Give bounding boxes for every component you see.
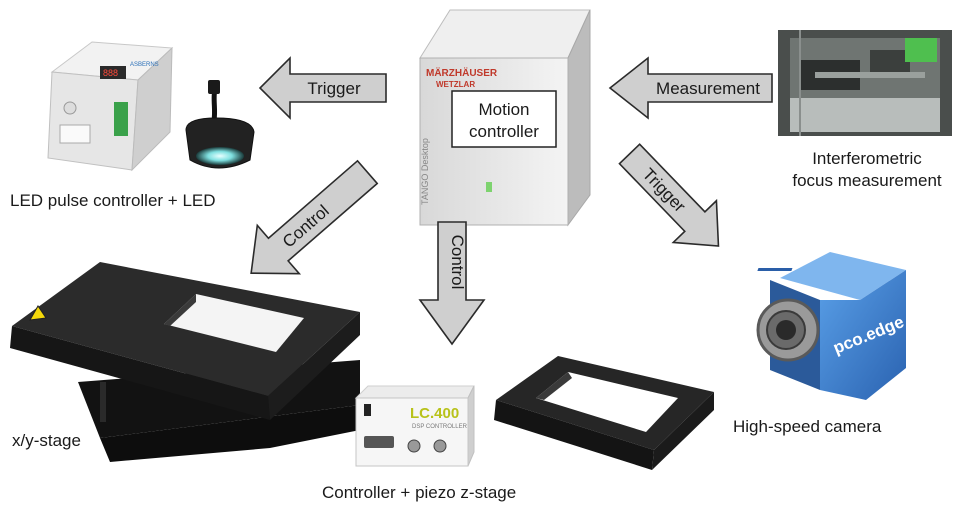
led-device-brand: ASBERNS (130, 62, 159, 68)
xy-stage-device (10, 262, 360, 462)
label-piezo-controller: Controller + piezo z-stage (322, 483, 517, 502)
motion-brand-text-1: MÄRZHÄUSER (426, 66, 498, 79)
arrow-trigger-camera: Trigger (618, 143, 720, 247)
arrow-control-xy: Control (250, 159, 379, 275)
label-interferometric-line1: Interferometric (812, 149, 922, 168)
interferometric-setup-photo (778, 30, 952, 136)
arrow-trigger-led: Trigger (258, 56, 387, 120)
piezo-sub-text: DSP CONTROLLER (412, 424, 468, 430)
motion-model-text: TANGO Desktop (420, 138, 430, 205)
label-interferometric-line2: focus measurement (792, 171, 942, 190)
motion-label-line2: controller (469, 122, 539, 141)
arrow-measurement: Measurement (608, 56, 773, 120)
arrow-control-z: Control (418, 221, 486, 346)
label-xy-stage: x/y-stage (12, 431, 81, 450)
label-led-pulse-controller: LED pulse controller + LED (10, 191, 216, 210)
high-speed-camera-device: pco.edge (756, 252, 907, 400)
piezo-z-stage-device (494, 356, 714, 470)
label-high-speed-camera: High-speed camera (733, 417, 882, 436)
motion-label-box (451, 90, 557, 148)
piezo-controller-device: LC.400 DSP CONTROLLER (354, 385, 475, 467)
status-led-icon (486, 182, 492, 192)
arrow-label-trigger-led: Trigger (307, 79, 361, 98)
svg-text:888: 888 (103, 68, 118, 78)
led-lamp-device (185, 80, 255, 169)
motion-controller-device: MÄRZHÄUSER WETZLAR TANGO Desktop Motion … (419, 9, 591, 227)
piezo-model-text: LC.400 (410, 405, 459, 422)
arrow-label-control-z: Control (448, 235, 467, 290)
led-pulse-controller-device: 888 ASBERNS (47, 41, 174, 172)
motion-label-line1: Motion (478, 100, 529, 119)
motion-brand-text-2: WETZLAR (436, 80, 475, 89)
arrow-label-measurement: Measurement (656, 79, 760, 98)
